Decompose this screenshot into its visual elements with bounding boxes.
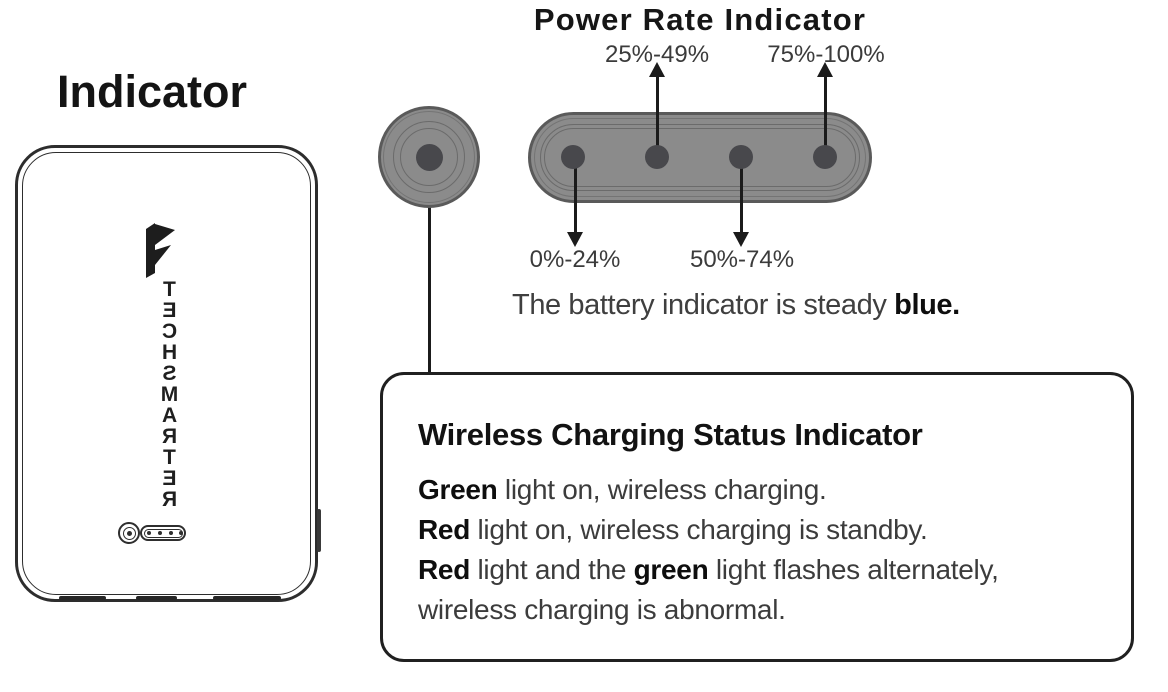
line3-text: light flashes alternately, bbox=[708, 554, 999, 585]
power-rate-title: Power Rate Indicator bbox=[533, 2, 867, 37]
arrow-up-icon bbox=[817, 62, 833, 77]
green-bold: Green bbox=[418, 474, 498, 505]
led-dot-1 bbox=[147, 531, 151, 535]
arrow-down-icon bbox=[567, 232, 583, 247]
led-dot-4-zoom bbox=[813, 145, 837, 169]
line1-text: light on, wireless charging. bbox=[497, 474, 827, 505]
led-pill-ring bbox=[540, 124, 860, 191]
led-dot-4 bbox=[179, 531, 183, 535]
power-bank-illustration: TECHSMARTER bbox=[15, 145, 321, 602]
label-0-24: 0%-24% bbox=[529, 246, 621, 273]
status-line-abnormal: wireless charging is abnormal. bbox=[418, 594, 786, 625]
battery-note-bold: blue. bbox=[894, 289, 960, 321]
led-dot bbox=[126, 530, 132, 536]
page-title: Indicator bbox=[57, 66, 248, 117]
arrow-line-0-24 bbox=[573, 157, 577, 233]
led-ring bbox=[383, 111, 475, 203]
wireless-status-box: Wireless Charging Status Indicator Green… bbox=[380, 372, 1134, 662]
led-ring bbox=[400, 128, 458, 186]
brand-vertical-text: TECHSMARTER bbox=[158, 278, 181, 509]
wireless-box-body: Green light on, wireless charging. Red l… bbox=[418, 470, 999, 630]
line3-mid-text: light and the bbox=[470, 554, 634, 585]
led-center-dot bbox=[415, 143, 443, 171]
wireless-status-led-small bbox=[118, 522, 140, 544]
status-line-green: Green light on, wireless charging. bbox=[418, 470, 999, 510]
techsmarter-logo-icon bbox=[146, 223, 175, 278]
label-50-74: 50%-74% bbox=[689, 246, 795, 273]
led-dot-2 bbox=[158, 531, 162, 535]
arrow-line-25-49 bbox=[655, 76, 659, 157]
bottom-slot-3 bbox=[213, 596, 281, 600]
connector-line bbox=[427, 160, 431, 380]
led-dot-3-zoom bbox=[729, 145, 753, 169]
led-dot-3 bbox=[169, 531, 173, 535]
led-pill-ring bbox=[534, 118, 866, 197]
red-bold: Red bbox=[418, 514, 470, 545]
arrow-up-icon bbox=[649, 62, 665, 77]
led-dot-2-zoom bbox=[645, 145, 669, 169]
power-rate-leds-small bbox=[140, 525, 186, 541]
wireless-status-led-zoom bbox=[378, 106, 480, 208]
led-ring bbox=[122, 526, 136, 540]
device-inner-outline bbox=[22, 152, 311, 595]
led-dot-1-zoom bbox=[561, 145, 585, 169]
green-bold-2: green bbox=[633, 554, 709, 585]
wireless-box-title: Wireless Charging Status Indicator bbox=[418, 417, 923, 452]
line2-text: light on, wireless charging is standby. bbox=[470, 514, 928, 545]
battery-note-text: The battery indicator is steady bbox=[512, 289, 895, 321]
led-pill-ring bbox=[544, 128, 856, 187]
arrow-line-75-100 bbox=[823, 76, 827, 157]
arrow-down-icon bbox=[733, 232, 749, 247]
battery-note: The battery indicator is steady blue. bbox=[512, 289, 960, 322]
led-ring bbox=[393, 121, 465, 193]
bottom-slot-1 bbox=[59, 596, 106, 600]
bottom-slot-2 bbox=[136, 596, 177, 600]
arrow-line-50-74 bbox=[739, 157, 743, 233]
power-button bbox=[317, 509, 321, 552]
status-line-alternate: Red light and the green light flashes al… bbox=[418, 550, 999, 590]
status-line-red: Red light on, wireless charging is stand… bbox=[418, 510, 999, 550]
red-bold-2: Red bbox=[418, 554, 470, 585]
